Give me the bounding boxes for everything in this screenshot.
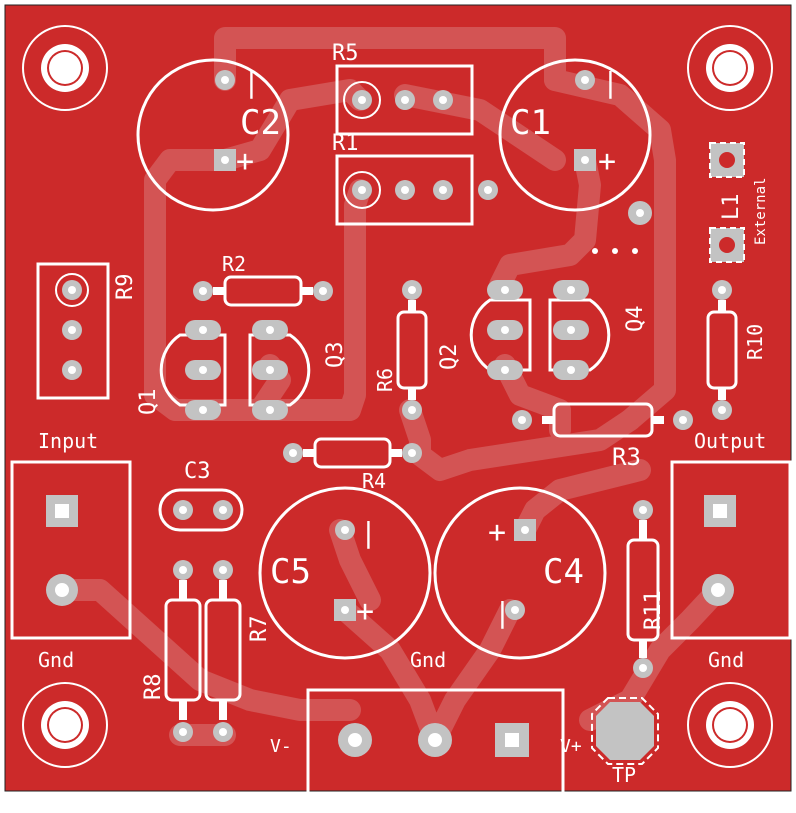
r6-label: R6 [373, 368, 397, 392]
transistor-q2: Q2 [437, 280, 532, 380]
resistor-r8: R8 [141, 560, 202, 742]
r4-label: R4 [362, 469, 386, 493]
capacitor-c1: | + C1 [498, 58, 652, 212]
c2-plus-mark: + [236, 144, 254, 179]
resistor-r3: R3 [512, 402, 693, 471]
capacitor-c2: | + C2 [136, 58, 290, 212]
trimmer-r9: R9 [36, 262, 138, 400]
trimmer-r1: R1 [332, 131, 498, 226]
resistor-r7: R7 [204, 560, 272, 742]
c1-label: C1 [510, 103, 551, 143]
v-plus-label: V+ [560, 736, 582, 757]
test-point-tp: TP [591, 697, 659, 787]
r1-label: R1 [332, 131, 359, 156]
mounting-holes [22, 25, 773, 768]
v-minus-label: V- [270, 736, 292, 757]
capacitor-c4: + | C4 [433, 486, 607, 660]
c4-minus-mark: | [494, 596, 511, 629]
r2-label: R2 [222, 252, 246, 276]
resistor-r11: R11 [626, 500, 666, 678]
resistor-r6: R6 [373, 280, 428, 420]
output-label: Output [694, 429, 766, 453]
r7-label: R7 [247, 616, 272, 643]
resistor-r2: R2 [193, 252, 333, 307]
inductor-l1: L1 External [709, 142, 769, 263]
c2-minus-mark: | [243, 66, 260, 99]
r8-label: R8 [141, 674, 166, 701]
r10-label: R10 [743, 324, 767, 360]
vias [592, 201, 652, 254]
q3-label: Q3 [323, 342, 348, 369]
tp-label: TP [612, 763, 636, 787]
transistor-q1: Q1 [136, 320, 227, 420]
trimmer-r5: R5 [332, 41, 474, 136]
c4-plus-mark: + [488, 515, 506, 550]
q2-label: Q2 [437, 344, 462, 371]
external-label: External [753, 178, 769, 245]
c1-plus-mark: + [598, 144, 616, 179]
input-label: Input [38, 429, 98, 453]
q4-label: Q4 [623, 306, 648, 333]
c5-plus-mark: + [356, 594, 374, 629]
c2-label: C2 [240, 103, 281, 143]
gnd-left-label: Gnd [38, 648, 74, 672]
l1-label: L1 [719, 194, 744, 221]
q1-label: Q1 [136, 389, 161, 416]
c5-label: C5 [270, 552, 311, 592]
transistor-q4: Q4 [548, 280, 648, 380]
capacitor-c3: C3 [158, 459, 244, 532]
r3-label: R3 [612, 443, 641, 471]
resistor-r10: R10 [706, 280, 767, 420]
gnd-right-label: Gnd [708, 648, 744, 672]
r5-label: R5 [332, 41, 359, 66]
c5-minus-mark: | [360, 516, 377, 549]
resistor-r4: R4 [283, 437, 422, 493]
connector-output: Output Gnd [670, 429, 792, 672]
connector-power: Gnd V- V+ [270, 648, 582, 797]
c3-label: C3 [184, 459, 211, 484]
mount-hole-bottom-right [687, 682, 773, 768]
transistor-q3: Q3 [248, 320, 348, 420]
mount-hole-top-left [22, 25, 108, 111]
gnd-center-label: Gnd [410, 648, 446, 672]
mount-hole-bottom-left [22, 682, 108, 768]
r11-label: R11 [641, 590, 666, 630]
connector-input: Input Gnd [10, 429, 132, 672]
c4-label: C4 [543, 552, 584, 592]
r9-label: R9 [113, 274, 138, 301]
capacitor-c5: | + C5 [258, 486, 432, 660]
c1-minus-mark: | [602, 66, 619, 99]
mount-hole-top-right [687, 25, 773, 111]
